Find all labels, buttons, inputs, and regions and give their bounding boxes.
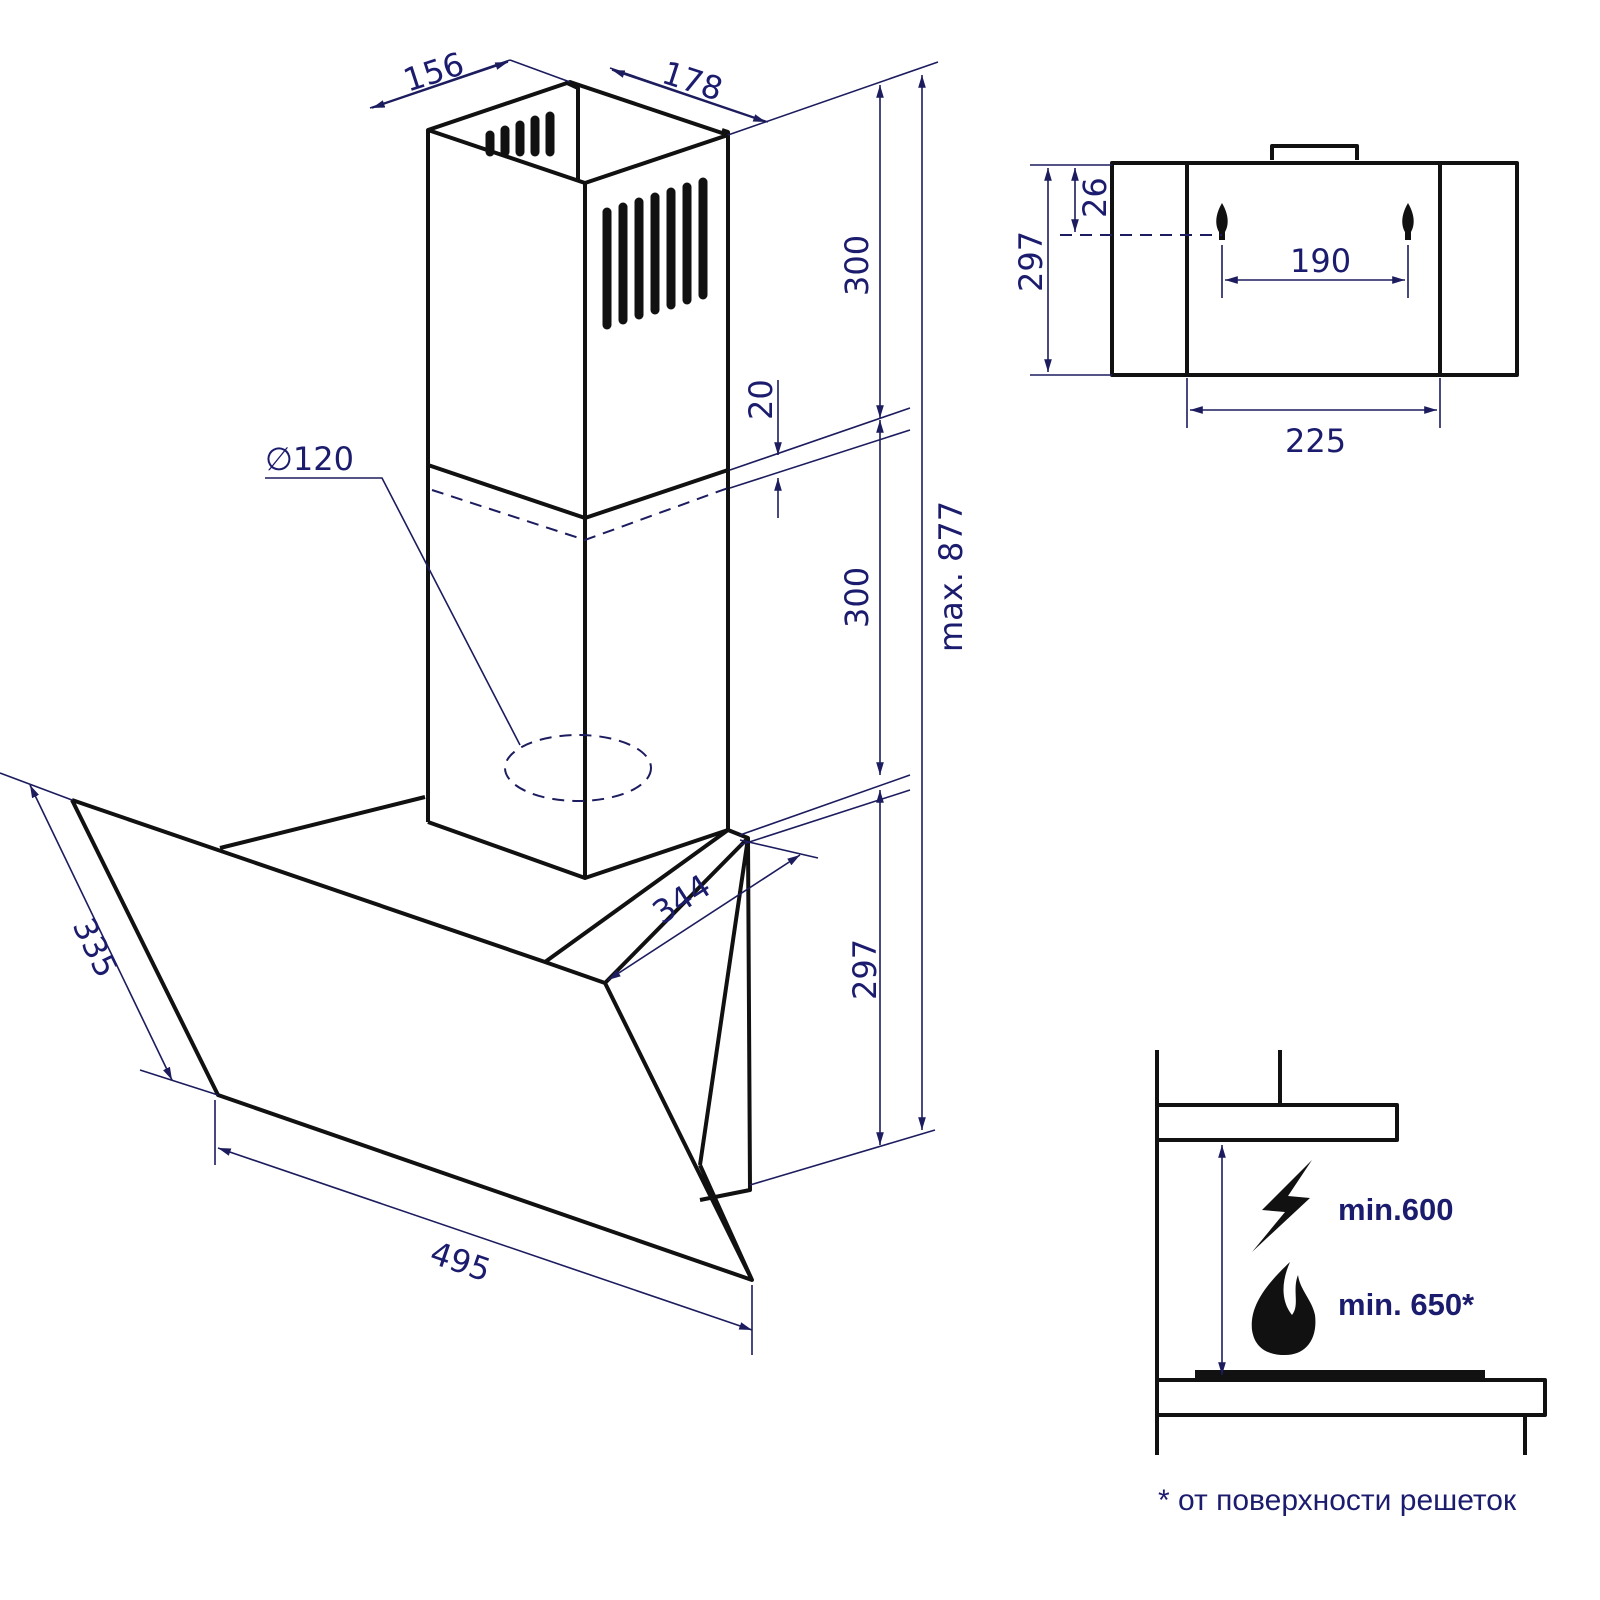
label-chimney-width: 178: [658, 53, 728, 108]
label-hood-depth: 344: [646, 867, 718, 932]
dimension-lines: [0, 59, 939, 1355]
label-hood-height: 297: [846, 939, 884, 1000]
electric-icon: [1252, 1160, 1312, 1252]
label-bracket-width: 225: [1285, 422, 1346, 460]
label-overlap: 20: [742, 379, 780, 420]
vent-slats: [485, 111, 708, 330]
label-lower-chimney-height: 300: [838, 567, 876, 628]
footnote: * от поверхности решеток: [1158, 1484, 1517, 1517]
label-mount-height: 297: [1012, 231, 1050, 292]
label-hole-spacing: 190: [1290, 242, 1351, 280]
keyhole-left: [1216, 203, 1228, 240]
hood-canopy: [70, 795, 754, 1282]
label-chimney-depth: 156: [399, 45, 469, 100]
hood-isometric: [70, 80, 754, 1282]
dimension-labels: 156 178 300 20 300 max. 877 ∅120 344 335…: [65, 45, 970, 1290]
label-hole-offset: 26: [1076, 177, 1114, 218]
label-electric-min: min.600: [1338, 1192, 1453, 1227]
mounting-view: 297 26 190 225: [1012, 144, 1519, 460]
installation-view: min.600 min. 650* * от поверхности решет…: [1155, 1050, 1547, 1517]
flame-icon: [1251, 1262, 1316, 1355]
keyhole-right: [1402, 203, 1414, 240]
label-hood-width: 495: [425, 1234, 495, 1290]
label-upper-chimney-height: 300: [838, 235, 876, 296]
label-duct-diameter: ∅120: [265, 440, 354, 478]
label-glass-height: 335: [65, 912, 126, 984]
duct-opening: [504, 734, 652, 802]
label-gas-min: min. 650*: [1338, 1287, 1475, 1322]
label-max-height: max. 877: [932, 501, 970, 652]
